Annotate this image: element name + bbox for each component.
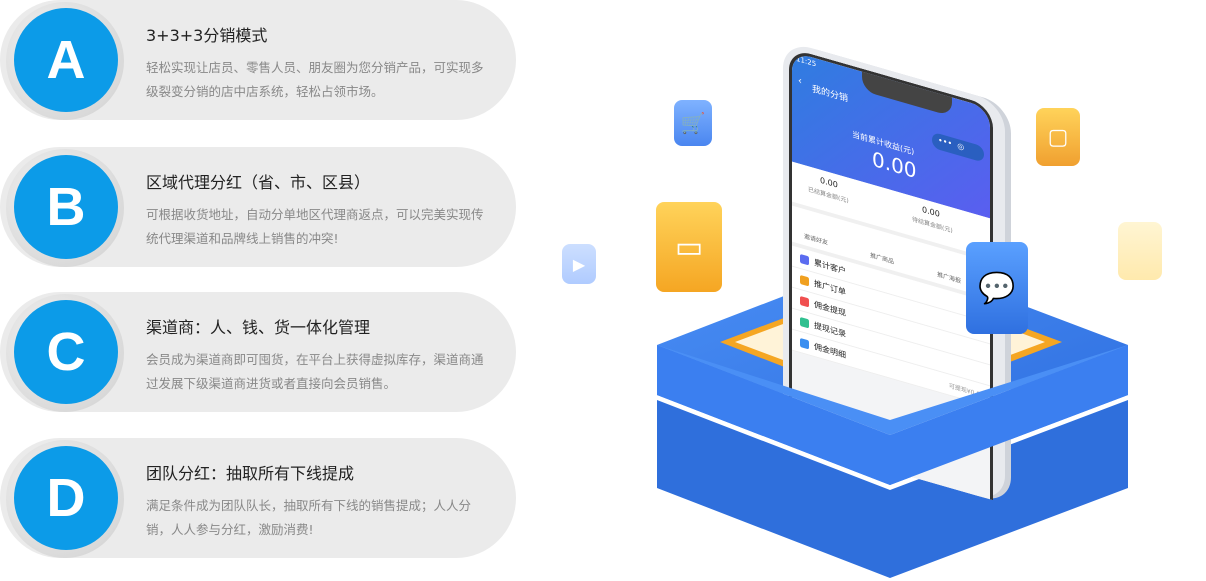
- badge-ring: C: [6, 294, 124, 412]
- badge-ring: D: [6, 440, 124, 558]
- base-lower-slab: [657, 400, 1128, 578]
- monitor-icon: ▭: [656, 202, 722, 292]
- feature-desc: 满足条件成为团队队长，抽取所有下线的销售提成；人人分销，人人参与分红，激励消费!: [146, 498, 472, 537]
- badge-c: C: [14, 300, 118, 404]
- badge-a: A: [14, 8, 118, 112]
- feature-title: 区域代理分红（省、市、区县）: [146, 173, 371, 192]
- feature-desc: 会员成为渠道商即可囤货，在平台上获得虚拟库存，渠道商通过发展下级渠道商进货或者直…: [146, 352, 484, 391]
- badge-ring: B: [6, 149, 124, 267]
- feature-card-d: D 团队分红：抽取所有下线提成 满足条件成为团队队长，抽取所有下线的销售提成；人…: [0, 438, 516, 558]
- square-icon: ▢: [1036, 108, 1080, 166]
- feature-title: 团队分红：抽取所有下线提成: [146, 464, 355, 483]
- feature-title: 3+3+3分销模式: [146, 26, 268, 45]
- feature-card-b: B 区域代理分红（省、市、区县） 可根据收货地址，自动分单地区代理商返点，可以完…: [0, 147, 516, 267]
- badge-ring: A: [6, 2, 124, 120]
- play-icon: ▶: [562, 244, 596, 284]
- faded-cube-icon: [1118, 222, 1162, 280]
- feature-card-a: A 3+3+3分销模式 轻松实现让店员、零售人员、朋友圈为您分销产品，可实现多级…: [0, 0, 516, 120]
- feature-card-c: C 渠道商：人、钱、货一体化管理 会员成为渠道商即可囤货，在平台上获得虚拟库存，…: [0, 292, 516, 412]
- feature-desc: 轻松实现让店员、零售人员、朋友圈为您分销产品，可实现多级裂变分销的店中店系统，轻…: [146, 60, 484, 99]
- cart-icon: 🛒: [674, 100, 712, 146]
- feature-title: 渠道商：人、钱、货一体化管理: [146, 318, 371, 337]
- wechat-icon: 💬: [966, 242, 1028, 334]
- badge-d: D: [14, 446, 118, 550]
- feature-desc: 可根据收货地址，自动分单地区代理商返点，可以完美实现传统代理渠道和品牌线上销售的…: [146, 207, 484, 246]
- badge-b: B: [14, 155, 118, 259]
